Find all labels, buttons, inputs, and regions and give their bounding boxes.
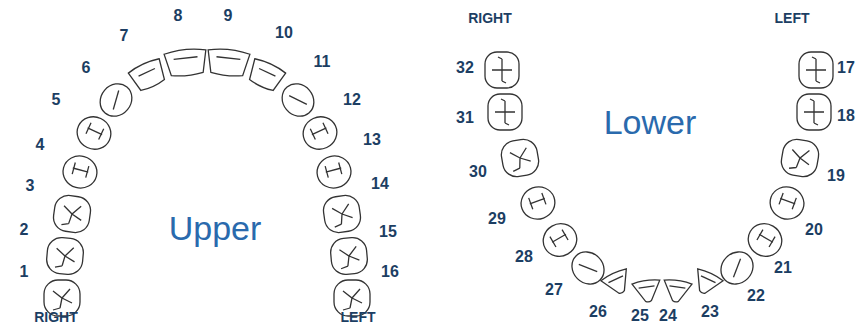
- tooth-number: 5: [52, 92, 61, 108]
- side-label: LEFT: [341, 310, 376, 324]
- side-label: RIGHT: [468, 11, 512, 25]
- tooth-number: 25: [631, 308, 649, 324]
- tooth-number: 16: [381, 264, 399, 280]
- tooth-number: 28: [515, 249, 533, 265]
- tooth-number: 13: [363, 132, 381, 148]
- tooth-number: 17: [837, 60, 855, 76]
- tooth-number: 27: [545, 282, 563, 298]
- tooth-number: 18: [837, 108, 855, 124]
- tooth-number: 8: [174, 8, 183, 24]
- tooth-number: 6: [82, 60, 91, 76]
- tooth-number: 15: [379, 224, 397, 240]
- tooth-number: 1: [20, 264, 29, 280]
- tooth-number: 29: [488, 211, 506, 227]
- tooth-number: 22: [747, 288, 765, 304]
- tooth-number: 20: [805, 222, 823, 238]
- side-label: RIGHT: [34, 310, 78, 324]
- tooth-number: 26: [589, 304, 607, 320]
- jaw-label: Lower: [604, 105, 697, 139]
- tooth-number: 3: [26, 178, 35, 194]
- tooth-number: 2: [20, 222, 29, 238]
- tooth-number: 11: [314, 54, 331, 70]
- tooth-number: 30: [469, 164, 487, 180]
- jaw-label: Upper: [169, 211, 262, 245]
- tooth-number: 7: [120, 28, 129, 44]
- tooth-number: 31: [456, 110, 474, 126]
- tooth-number: 19: [827, 168, 845, 184]
- tooth-number: 21: [774, 260, 792, 276]
- tooth-number: 24: [659, 308, 677, 324]
- tooth-number: 23: [701, 304, 719, 320]
- side-label: LEFT: [775, 11, 810, 25]
- tooth-number: 12: [343, 92, 361, 108]
- tooth-number: 10: [275, 25, 293, 41]
- tooth-number: 4: [36, 137, 45, 153]
- tooth-number: 9: [224, 8, 233, 24]
- tooth-number: 32: [456, 60, 474, 76]
- tooth-number: 14: [371, 176, 389, 192]
